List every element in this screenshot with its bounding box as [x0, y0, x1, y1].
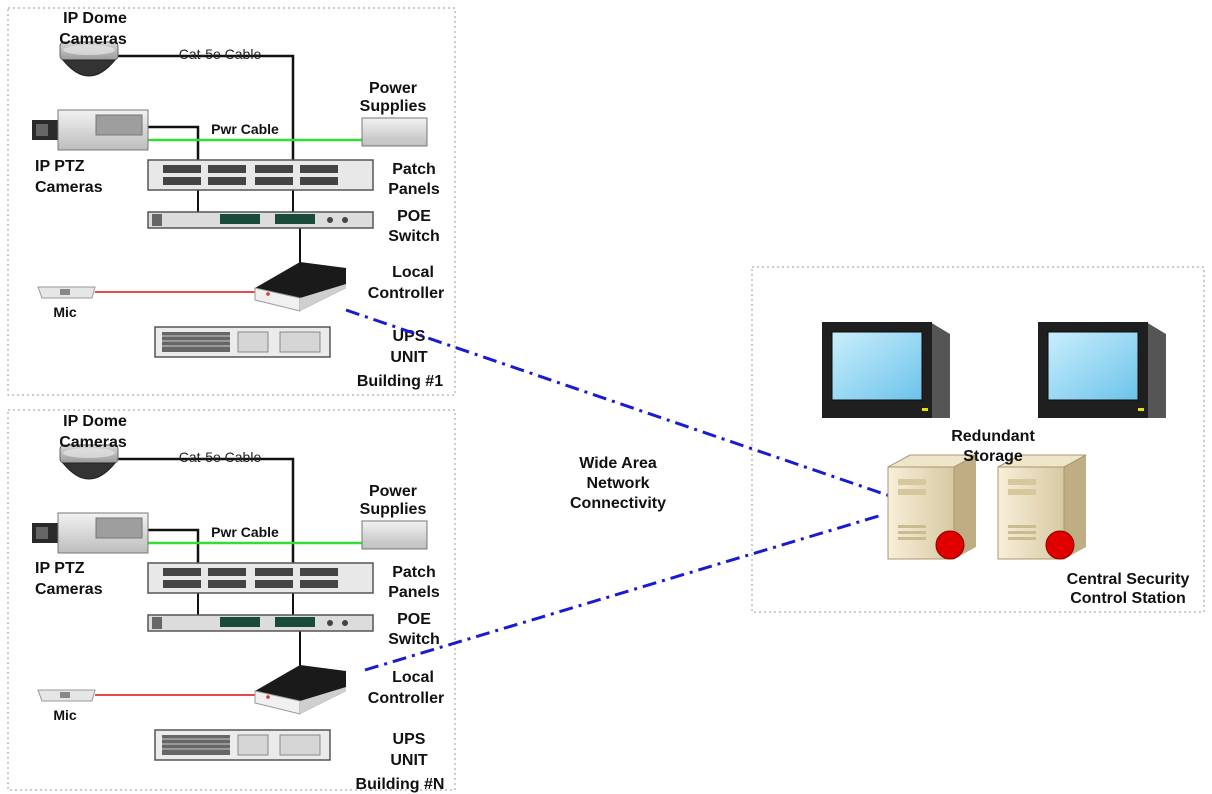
local-controller-label-nb: Controller: [368, 690, 444, 707]
patch-panels-label-na: Patch: [392, 564, 436, 581]
wan-link-n: [364, 513, 883, 672]
ip-ptz-cameras-label-nb: Cameras: [35, 581, 103, 598]
building-name-n: Building #N: [356, 776, 445, 793]
power-supplies-label-nb: Supplies: [360, 501, 427, 518]
server-icon-2: [997, 454, 1087, 560]
central-station-box: [751, 266, 1205, 613]
poe-switch-label-1a: POE: [397, 208, 431, 225]
cat5e-cable-label-n: Cat-5e Cable: [179, 449, 262, 465]
ip-dome-cameras-label-1b: Cameras: [59, 31, 127, 48]
pwr-cable-label-n: Pwr Cable: [211, 524, 279, 540]
ip-dome-cameras-label-1a: IP Dome: [63, 10, 127, 27]
central-station-group: Redundant Storage Central Security Contr…: [751, 266, 1205, 613]
local-controller-label-1a: Local: [392, 264, 434, 281]
redundant-storage-label-a: Redundant: [951, 428, 1035, 445]
building-1-group: IP Dome Cameras Cat-5e Cable Power Suppl…: [7, 7, 456, 396]
patch-panels-label-1b: Panels: [388, 181, 440, 198]
ip-dome-cameras-label-na: IP Dome: [63, 413, 127, 430]
patch-panels-label-nb: Panels: [388, 584, 440, 601]
ip-ptz-cameras-label-na: IP PTZ: [35, 560, 85, 577]
monitor-icon-1: [821, 321, 951, 419]
central-station-label-a: Central Security: [1067, 571, 1190, 588]
power-supplies-label-1a: Power: [369, 80, 417, 97]
mic-label-n: Mic: [53, 707, 77, 723]
power-supplies-label-1b: Supplies: [360, 98, 427, 115]
ip-ptz-cameras-label-1a: IP PTZ: [35, 158, 85, 175]
power-supplies-label-na: Power: [369, 483, 417, 500]
building-n-box: [7, 409, 456, 791]
mic-label-1: Mic: [53, 304, 77, 320]
wan-link-1: [345, 308, 894, 499]
poe-switch-label-nb: Switch: [388, 631, 440, 648]
pwr-cable-label-1: Pwr Cable: [211, 121, 279, 137]
building-n-group: IP Dome Cameras Cat-5e Cable Power Suppl…: [7, 409, 456, 793]
building-name-1: Building #1: [357, 373, 443, 390]
patch-panels-label-1a: Patch: [392, 161, 436, 178]
local-controller-label-na: Local: [392, 669, 434, 686]
cat5e-cable-label-1: Cat-5e Cable: [179, 46, 262, 62]
ups-label-1b: UNIT: [390, 349, 428, 366]
ip-dome-cameras-label-nb: Cameras: [59, 434, 127, 451]
ip-ptz-cameras-label-1b: Cameras: [35, 179, 103, 196]
ups-label-nb: UNIT: [390, 752, 428, 769]
poe-switch-label-na: POE: [397, 611, 431, 628]
ups-label-na: UPS: [393, 731, 426, 748]
ups-label-1a: UPS: [393, 328, 426, 345]
central-station-label-b: Control Station: [1070, 590, 1186, 607]
wan-label-line1: Wide Area: [579, 455, 657, 472]
redundant-storage-label-b: Storage: [963, 448, 1023, 465]
monitor-icon-2: [1037, 321, 1167, 419]
server-icon-1: [887, 454, 977, 560]
poe-switch-label-1b: Switch: [388, 228, 440, 245]
wan-label-line2: Network: [586, 475, 649, 492]
building-1-box: [7, 7, 456, 396]
wan-label-line3: Connectivity: [570, 495, 666, 512]
local-controller-label-1b: Controller: [368, 285, 444, 302]
